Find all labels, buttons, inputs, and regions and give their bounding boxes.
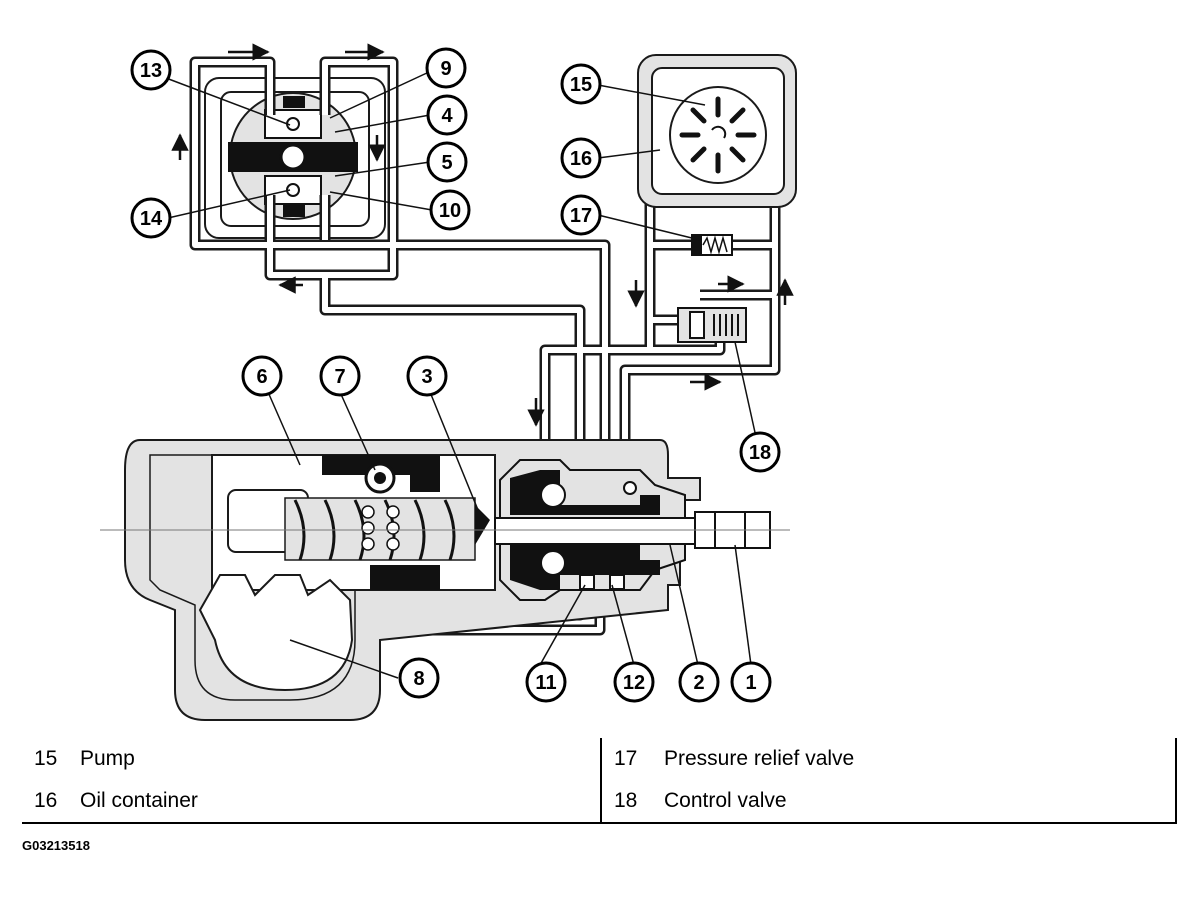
legend-number: 16	[22, 780, 80, 824]
svg-text:18: 18	[749, 442, 771, 464]
pump-reservoir-unit	[637, 54, 797, 208]
flow-arrows	[171, 43, 794, 427]
svg-text:13: 13	[140, 60, 162, 82]
svg-text:8: 8	[413, 668, 424, 690]
svg-text:12: 12	[623, 672, 645, 694]
legend-table: 15 Pump 17 Pressure relief valve 16 Oil …	[22, 738, 1177, 824]
svg-text:17: 17	[570, 205, 592, 227]
callout-15: 15	[560, 63, 602, 105]
callout-5: 5	[426, 141, 468, 183]
svg-text:4: 4	[441, 105, 453, 127]
svg-text:15: 15	[570, 74, 592, 96]
legend-number: 17	[600, 738, 664, 780]
callout-1: 1	[730, 661, 772, 703]
legend-label: Oil container	[80, 780, 601, 824]
svg-text:5: 5	[441, 152, 452, 174]
pressure-relief-valve	[691, 234, 733, 256]
callout-11: 11	[525, 661, 567, 703]
callout-3: 3	[406, 355, 448, 397]
callout-6: 6	[241, 355, 283, 397]
callout-10: 10	[429, 189, 471, 231]
svg-text:10: 10	[439, 200, 461, 222]
svg-text:6: 6	[256, 366, 267, 388]
svg-text:16: 16	[570, 148, 592, 170]
legend-row: 16 Oil container 18 Control valve	[22, 780, 1177, 824]
svg-text:11: 11	[535, 672, 556, 694]
callout-4: 4	[426, 94, 468, 136]
callout-12: 12	[613, 661, 655, 703]
hydraulic-lines	[189, 56, 781, 636]
legend-number: 18	[600, 780, 664, 824]
svg-text:2: 2	[693, 672, 704, 694]
callout-18: 18	[739, 431, 781, 473]
callout-2: 2	[678, 661, 720, 703]
svg-text:3: 3	[421, 366, 432, 388]
figure-code: G03213518	[22, 838, 90, 853]
callout-16: 16	[560, 137, 602, 179]
legend-number: 15	[34, 747, 58, 770]
svg-text:14: 14	[140, 208, 163, 230]
callout-labels: 1 2 3 4 5 6 7 8 9 10 11 12 13 14 15 16 1…	[130, 47, 781, 703]
legend-label: Pump	[80, 747, 135, 770]
legend-row: 15 Pump 17 Pressure relief valve	[22, 738, 1177, 780]
callout-8: 8	[398, 657, 440, 699]
steering-gear-housing	[100, 439, 790, 721]
callout-14: 14	[130, 197, 172, 239]
svg-text:9: 9	[440, 58, 451, 80]
steering-hydraulic-diagram: 1 2 3 4 5 6 7 8 9 10 11 12 13 14 15 16 1…	[100, 43, 797, 721]
control-valve	[677, 307, 747, 343]
svg-text:7: 7	[334, 366, 345, 388]
callout-9: 9	[425, 47, 467, 89]
svg-text:1: 1	[745, 672, 756, 694]
legend-label: Pressure relief valve	[664, 738, 1177, 780]
rotary-valve-unit	[204, 77, 386, 239]
callout-7: 7	[319, 355, 361, 397]
leader-lines	[165, 71, 757, 679]
callout-13: 13	[130, 49, 172, 91]
callout-17: 17	[560, 194, 602, 236]
legend-label: Control valve	[664, 780, 1177, 824]
